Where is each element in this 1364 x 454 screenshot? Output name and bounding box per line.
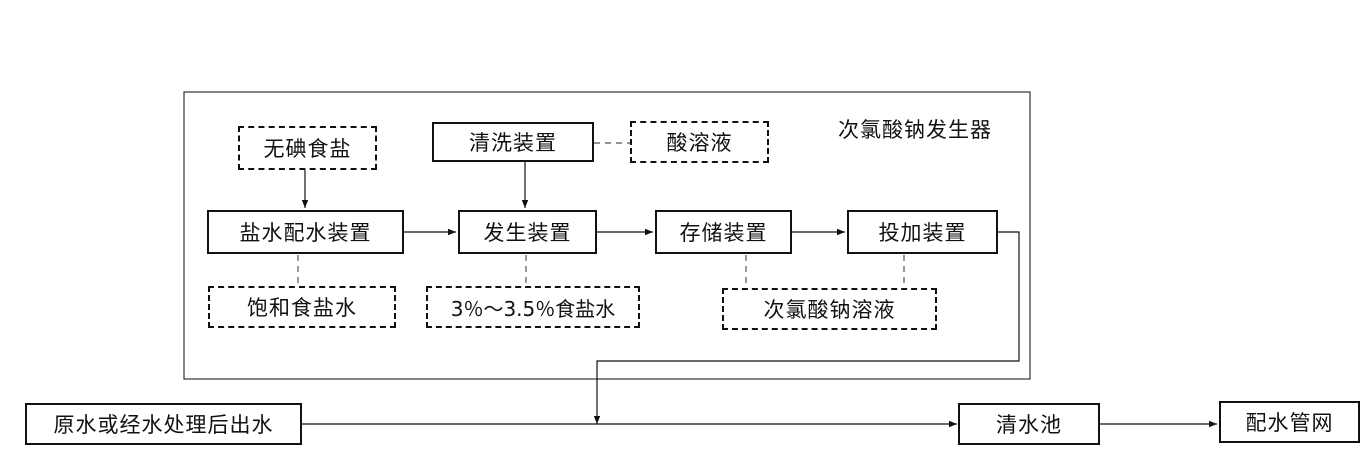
generator-group-frame [183, 91, 1031, 380]
generator-group-title: 次氯酸钠发生器 [838, 118, 992, 142]
node-saturated-brine: 饱和食盐水 [208, 286, 396, 328]
node-generator: 发生装置 [458, 210, 597, 254]
node-raw-water: 原水或经水处理后出水 [25, 403, 302, 445]
node-brine-prep: 盐水配水装置 [207, 210, 404, 254]
node-storage: 存储装置 [655, 210, 792, 254]
node-clear-well: 清水池 [958, 403, 1100, 445]
node-dosing: 投加装置 [847, 210, 998, 254]
node-acid: 酸溶液 [630, 121, 769, 163]
arrow-dosing-to-mainline [593, 231, 1020, 424]
node-dilute-brine: 3％～3.5％食盐水 [426, 286, 640, 328]
node-distribution: 配水管网 [1219, 401, 1360, 443]
node-salt: 无碘食盐 [238, 126, 377, 170]
node-hypochlorite: 次氯酸钠溶液 [722, 288, 937, 330]
node-cleaning: 清洗装置 [432, 122, 594, 162]
